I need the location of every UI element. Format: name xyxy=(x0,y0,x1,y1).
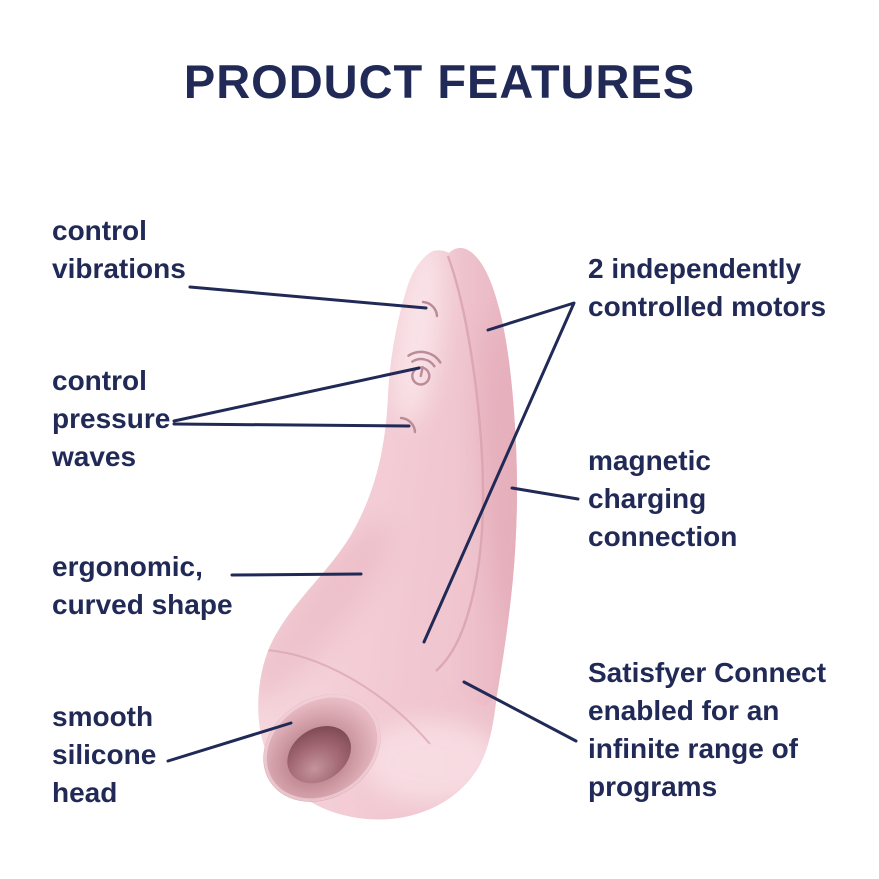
suction-opening-rim xyxy=(263,694,381,802)
head-cap-seam xyxy=(265,649,431,745)
label-ergonomic-curved-shape: ergonomic, curved shape xyxy=(52,551,233,620)
neck-shadow xyxy=(258,523,390,701)
label-satisfyer-connect: Satisfyer Connect enabled for an infinit… xyxy=(588,657,827,802)
suction-opening xyxy=(263,694,381,802)
callout-line-satisfyer-connect xyxy=(462,680,578,743)
label-control-pressure-waves: control pressure waves xyxy=(52,365,171,472)
callout-lines xyxy=(166,285,580,763)
label-magnetic-charging: magnetic charging connection xyxy=(588,445,738,552)
label-two-motors: 2 independently controlled motors xyxy=(588,253,827,322)
vibration-button-upper-icon xyxy=(421,300,439,318)
label-control-vibrations: control vibrations xyxy=(52,215,186,284)
callout-line-ergonomic xyxy=(230,572,363,577)
control-buttons xyxy=(399,300,442,434)
callout-line-silicone-head xyxy=(166,721,293,763)
power-wave-icon xyxy=(407,350,442,386)
callout-line-control-vibrations xyxy=(188,285,428,310)
callout-line-magnetic-charging xyxy=(510,486,580,501)
callout-line-pressure-waves xyxy=(172,366,421,428)
lobe-groove-seam xyxy=(435,255,485,672)
pressure-button-lower-icon xyxy=(399,416,417,434)
callout-line-two-motors xyxy=(422,301,576,644)
page-title: PRODUCT FEATURES xyxy=(183,55,696,108)
head-lower-highlight xyxy=(362,720,502,804)
label-smooth-silicone-head: smooth silicone head xyxy=(52,701,157,808)
suction-opening-hole xyxy=(287,726,351,784)
